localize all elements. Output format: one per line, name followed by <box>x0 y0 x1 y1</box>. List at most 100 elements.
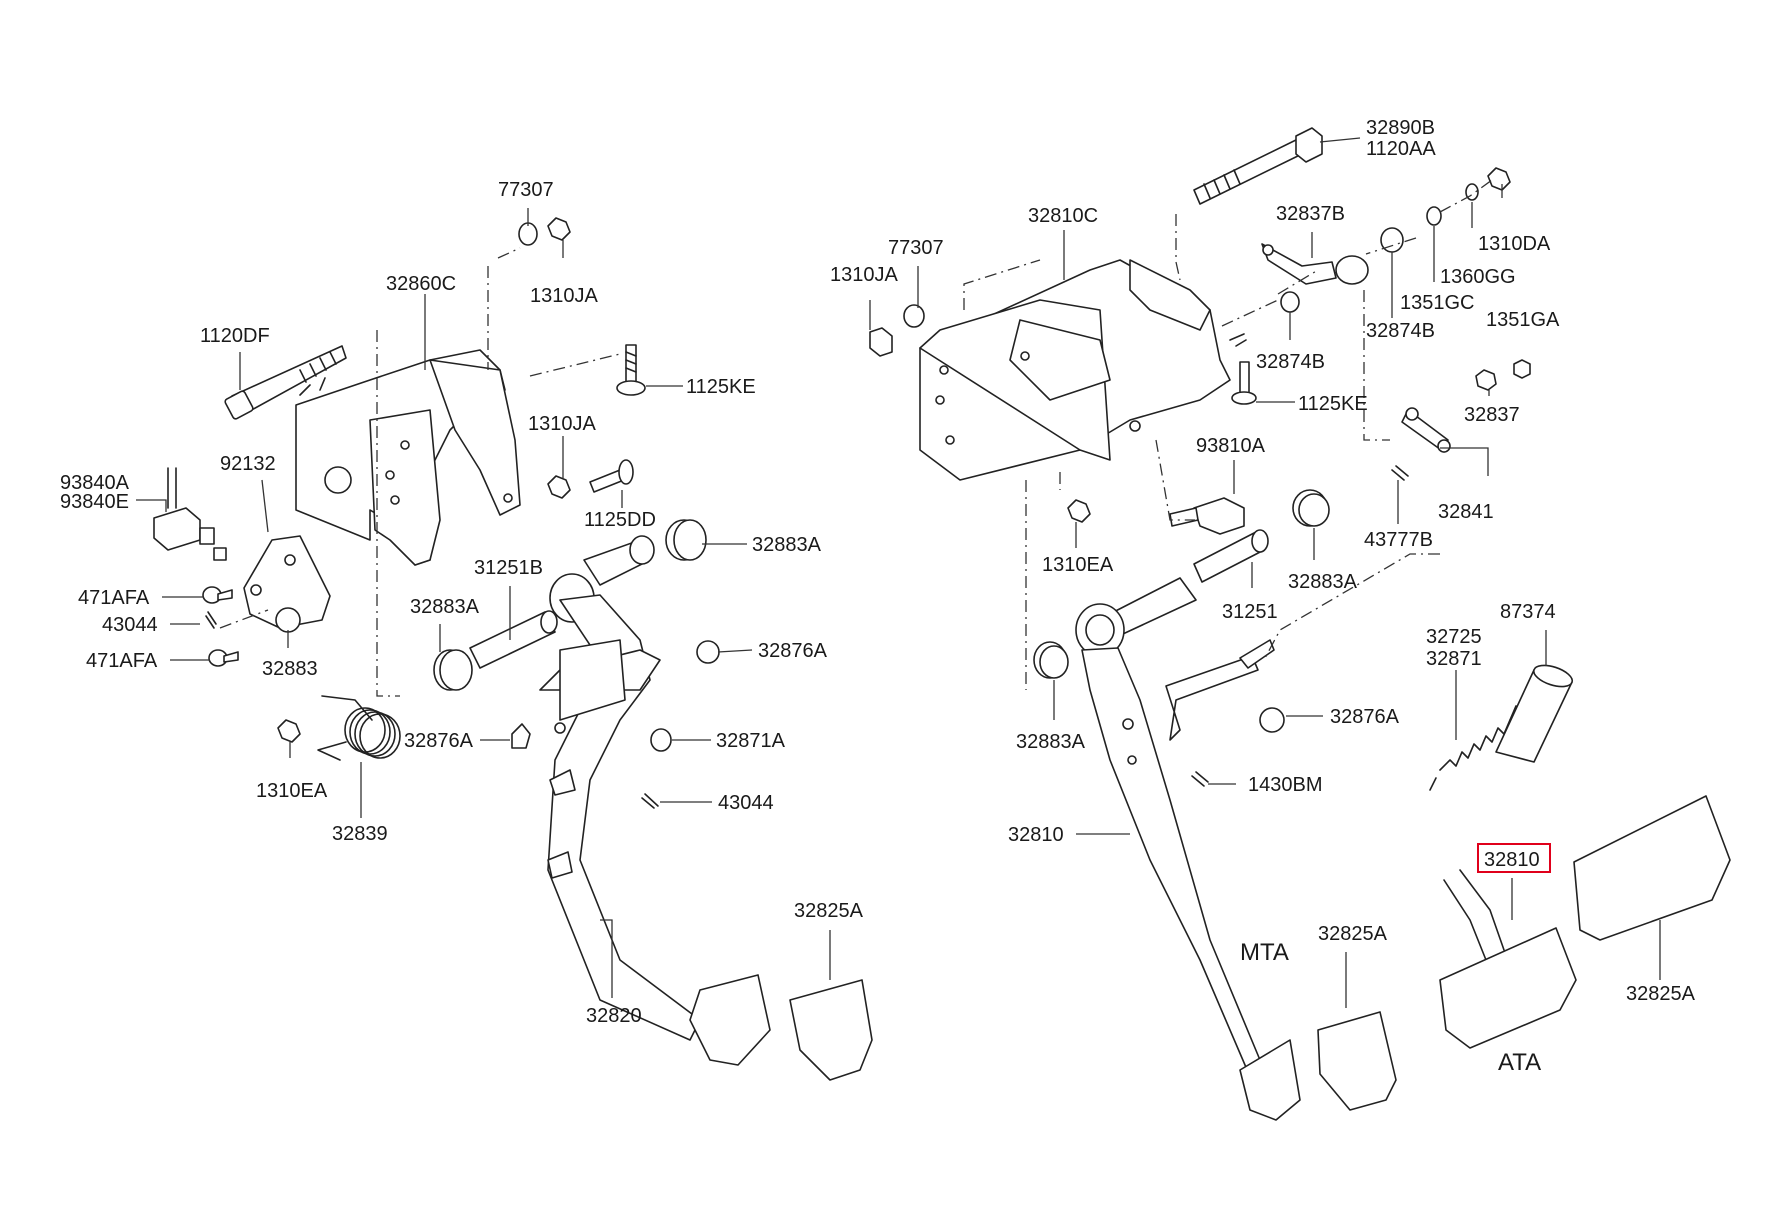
nut-1351ga-drawing <box>1513 359 1531 379</box>
label-32883a-a[interactable]: 32883A <box>410 596 480 618</box>
label-32883a-c[interactable]: 32883A <box>1288 571 1358 593</box>
sleeve-87374-drawing <box>1495 664 1574 763</box>
highlight-box <box>1477 843 1551 873</box>
label-32876a-b[interactable]: 32876A <box>404 730 474 752</box>
pin-43044-b-drawing <box>641 793 659 809</box>
bracket-92132-drawing <box>243 535 331 633</box>
label-32860c[interactable]: 32860C <box>386 273 456 295</box>
label-1125dd[interactable]: 1125DD <box>584 509 656 531</box>
bolt-1120df-drawing <box>224 345 347 420</box>
label-32825a-a[interactable]: 32825A <box>794 900 864 922</box>
label-87374[interactable]: 87374 <box>1500 601 1556 623</box>
bolt-1125ke-b-drawing <box>1231 361 1257 405</box>
right-pedal-assembly <box>869 127 1731 1121</box>
label-32871a[interactable]: 32871A <box>716 730 786 752</box>
label-31251b[interactable]: 31251B <box>474 557 543 579</box>
stopper-32876a-drawing <box>696 640 720 664</box>
label-32883a-d[interactable]: 32883A <box>1016 731 1086 753</box>
label-1125ke-a[interactable]: 1125KE <box>686 376 756 398</box>
label-92132[interactable]: 92132 <box>220 453 276 475</box>
label-93810a[interactable]: 93810A <box>1196 435 1266 457</box>
label-93840e[interactable]: 93840E <box>60 491 129 513</box>
label-1310ja-c[interactable]: 1310JA <box>830 264 898 286</box>
bushing-32874b-drawing <box>1280 291 1300 313</box>
label-93840a[interactable]: 93840A <box>60 472 130 494</box>
link-32841-drawing <box>1401 407 1451 453</box>
bracket-32860c-drawing <box>295 349 521 566</box>
label-1310da[interactable]: 1310DA <box>1478 233 1551 255</box>
label-32810c[interactable]: 32810C <box>1028 205 1098 227</box>
label-1351ga[interactable]: 1351GA <box>1486 309 1560 331</box>
label-1360gg[interactable]: 1360GG <box>1440 266 1516 288</box>
nut-1310ja-drawing <box>547 217 571 241</box>
label-32839[interactable]: 32839 <box>332 823 388 845</box>
label-32825a-c[interactable]: 32825A <box>1626 983 1696 1005</box>
label-1310ja-b[interactable]: 1310JA <box>528 413 596 435</box>
switch-93840a-drawing <box>153 467 227 561</box>
nut-1310ja-b-drawing <box>547 475 571 499</box>
bushing-32883a-d-drawing <box>1033 641 1069 679</box>
label-77307-a[interactable]: 77307 <box>498 179 554 201</box>
label-32820[interactable]: 32820 <box>586 1005 642 1027</box>
label-471afa-b[interactable]: 471AFA <box>86 650 158 672</box>
washer-1351gc-drawing <box>1426 206 1442 226</box>
label-32883[interactable]: 32883 <box>262 658 318 680</box>
pad-32825a-c-drawing <box>1573 795 1731 941</box>
label-43044-a[interactable]: 43044 <box>102 614 158 636</box>
label-32837b[interactable]: 32837B <box>1276 203 1345 225</box>
label-43044-b[interactable]: 43044 <box>718 792 774 814</box>
label-32725[interactable]: 32725 <box>1426 626 1482 648</box>
nut-1310da-drawing <box>1487 167 1511 191</box>
label-1125ke-b[interactable]: 1125KE <box>1298 393 1368 415</box>
label-32837[interactable]: 32837 <box>1464 404 1520 426</box>
label-1430bm[interactable]: 1430BM <box>1248 774 1323 796</box>
bushing-32883a-drawing <box>433 519 707 691</box>
nut-1310ja-c-drawing <box>869 327 893 357</box>
part-labels: 1120DF 32860C 77307 1310JA 1125KE 1310JA… <box>60 117 1696 1076</box>
spring-32839-drawing <box>317 695 401 761</box>
bushing-32871a-drawing <box>650 728 672 752</box>
washer-77307-b-drawing <box>903 304 925 328</box>
bolt-1125ke-drawing <box>616 344 646 396</box>
label-471afa-a[interactable]: 471AFA <box>78 587 150 609</box>
link-32837b-drawing <box>1261 243 1369 285</box>
pedal-arm-32820-drawing <box>539 535 771 1066</box>
pedal-arm-32810-drawing <box>1075 577 1301 1121</box>
label-32810-b[interactable]: 32810 <box>1484 849 1540 871</box>
label-1310ja-a[interactable]: 1310JA <box>530 285 598 307</box>
label-32825a-b[interactable]: 32825A <box>1318 923 1388 945</box>
label-32874b-a[interactable]: 32874B <box>1366 320 1435 342</box>
pin-43044-drawing <box>205 611 217 629</box>
label-1310ea-b[interactable]: 1310EA <box>1042 554 1114 576</box>
bolt-1125dd-drawing <box>589 459 634 493</box>
label-32890b[interactable]: 32890B <box>1366 117 1435 139</box>
pedal-32810-ata-drawing <box>1439 869 1577 1049</box>
label-32871[interactable]: 32871 <box>1426 648 1482 670</box>
label-31251[interactable]: 31251 <box>1222 601 1278 623</box>
label-1310ea-a[interactable]: 1310EA <box>256 780 328 802</box>
label-43777b[interactable]: 43777B <box>1364 529 1433 551</box>
label-32841[interactable]: 32841 <box>1438 501 1494 523</box>
leader-lines <box>136 137 1661 1008</box>
label-77307-b[interactable]: 77307 <box>888 237 944 259</box>
pad-32825a-drawing <box>789 979 873 1081</box>
label-ata: ATA <box>1498 1049 1541 1076</box>
nut-1310ea-drawing <box>277 719 301 743</box>
bolt-32890b-drawing <box>1193 127 1323 205</box>
nut-1310ea-b-drawing <box>1067 499 1091 523</box>
label-1120aa[interactable]: 1120AA <box>1366 138 1436 160</box>
switch-93810a-drawing <box>1169 497 1245 535</box>
bolt-471afa-drawing <box>202 586 239 667</box>
label-1351gc[interactable]: 1351GC <box>1400 292 1475 314</box>
bracket-32810c-drawing <box>919 259 1247 481</box>
stopper-32876a-c-drawing <box>1259 707 1285 733</box>
label-1120df[interactable]: 1120DF <box>200 325 270 347</box>
label-32883a-b[interactable]: 32883A <box>752 534 822 556</box>
clip-43777b-drawing <box>1391 465 1409 481</box>
label-32876a-c[interactable]: 32876A <box>1330 706 1400 728</box>
label-32876a-a[interactable]: 32876A <box>758 640 828 662</box>
pad-32825a-b-drawing <box>1317 1011 1397 1111</box>
label-32810-a[interactable]: 32810 <box>1008 824 1064 846</box>
label-32874b-b[interactable]: 32874B <box>1256 351 1325 373</box>
